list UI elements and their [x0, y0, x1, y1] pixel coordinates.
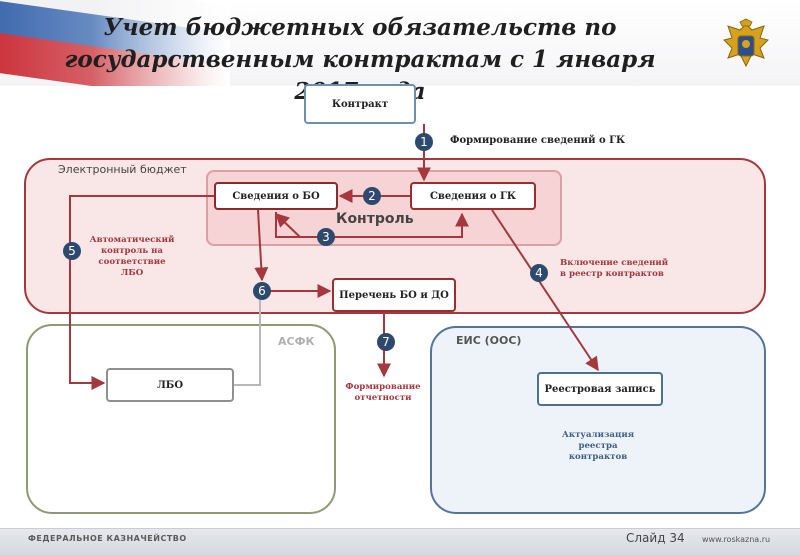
node-svedeniya-bo: Сведения о БО — [214, 182, 338, 210]
footer-bar — [0, 528, 800, 555]
asfk-region — [26, 324, 336, 514]
step-marker-6 — [253, 282, 271, 300]
annotation-actualization: Актуализация реестра контрактов — [561, 430, 635, 462]
step-label-1: 1 — [420, 135, 428, 149]
step-label-7: 7 — [382, 335, 390, 349]
node-contract: Контракт — [304, 84, 416, 124]
arrow-bo-down — [254, 209, 269, 282]
annotation-step-7: Формирование отчетности — [345, 382, 421, 403]
step-label-6: 6 — [258, 284, 266, 298]
step-marker-5 — [63, 242, 81, 260]
step-label-5: 5 — [68, 244, 76, 258]
arrow-gk-to-reestr — [491, 209, 599, 372]
arrow-bo-to-lbo — [69, 195, 214, 390]
step-label-4: 4 — [535, 266, 543, 280]
asfk-gray-link — [234, 300, 261, 386]
arrow-control-loop — [275, 212, 469, 238]
step-marker-7 — [377, 333, 395, 351]
emblem-icon — [723, 18, 769, 68]
annotation-step-4: Включение сведений в реестр контрактов — [560, 258, 669, 279]
electronic-budget-label: Электронный бюджет — [58, 163, 187, 176]
arrow-control-loop-back — [274, 213, 301, 238]
footer-url: www.roskazna.ru — [702, 535, 771, 544]
step-label-2: 2 — [368, 189, 376, 203]
footer-org: ФЕДЕРАЛЬНОЕ КАЗНАЧЕЙСТВО — [28, 534, 187, 543]
step-marker-1 — [415, 133, 433, 151]
eis-label: ЕИС (ООС) — [456, 334, 522, 347]
step-marker-3 — [317, 228, 335, 246]
flag-decoration — [0, 0, 230, 86]
asfk-label: АСФК — [278, 335, 315, 348]
annotation-step-5: Автоматический контроль на соответствие … — [89, 235, 175, 278]
node-reestr: Реестровая запись — [537, 372, 663, 406]
step-marker-4 — [530, 264, 548, 282]
step-label-3: 3 — [322, 230, 330, 244]
step-markers: 1 2 3 4 5 6 7 — [63, 133, 548, 351]
step-marker-2 — [363, 187, 381, 205]
node-lbo: ЛБО — [106, 368, 234, 402]
control-label: Контроль — [336, 211, 414, 227]
node-perechen-bo-do: Перечень БО и ДО — [332, 278, 456, 312]
node-svedeniya-gk: Сведения о ГК — [410, 182, 536, 210]
annotation-step-1: Формирование сведений о ГК — [450, 135, 626, 146]
footer-slide-number: Слайд 34 — [626, 531, 685, 545]
